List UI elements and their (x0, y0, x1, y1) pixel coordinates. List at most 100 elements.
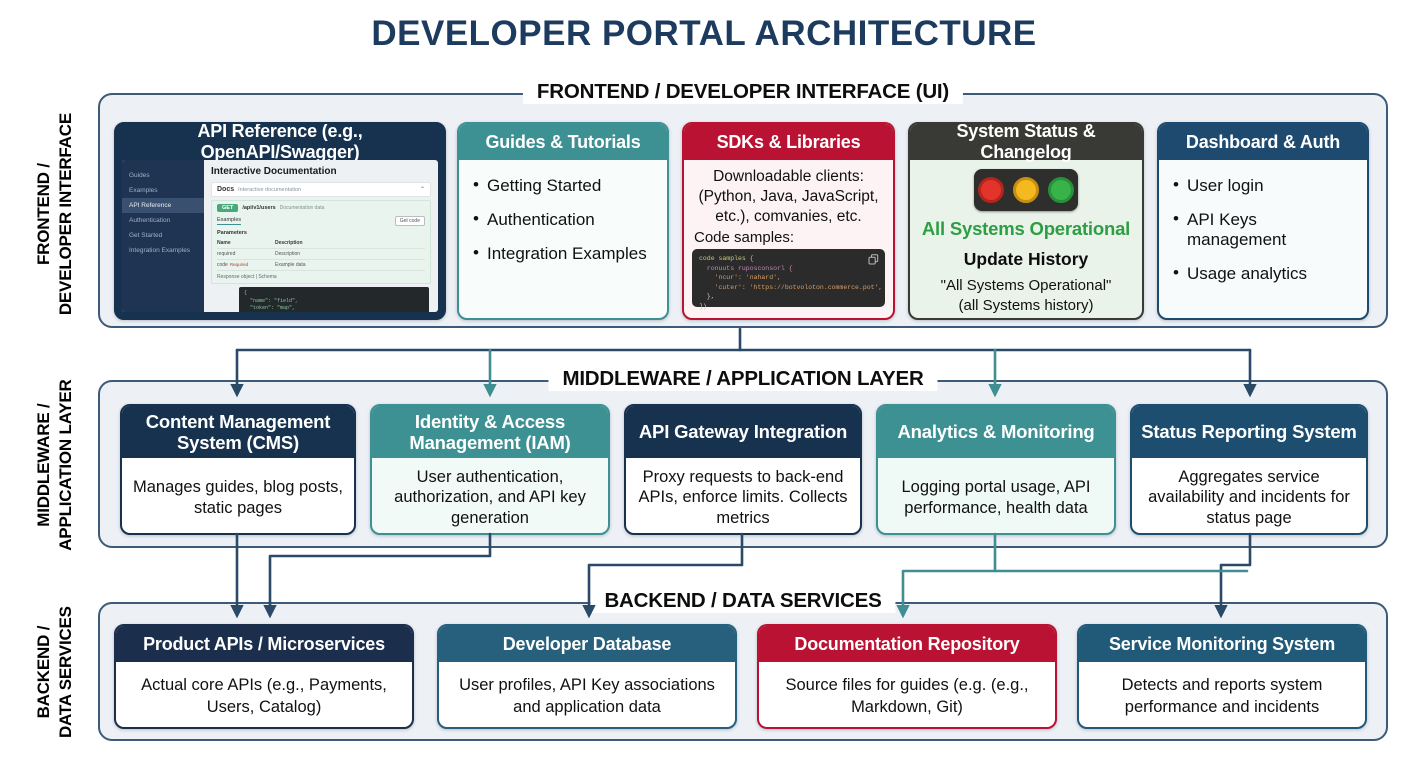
side-label-middleware-line1: MIDDLEWARE / (33, 403, 53, 527)
api-reference-screenshot: Guides Examples API Reference Authentica… (122, 160, 438, 312)
api-doc-main: Interactive Documentation Docs Interacti… (204, 160, 438, 312)
card-documentation-repository: Documentation Repository Source files fo… (757, 624, 1057, 729)
collapse-chevron-icon: ⌃ (419, 187, 425, 193)
analytics-card-title: Analytics & Monitoring (878, 406, 1114, 458)
tab-examples: Examples (217, 217, 242, 225)
list-item: Integration Examples (473, 243, 657, 264)
card-iam: Identity & Access Management (IAM) User … (370, 404, 610, 535)
card-guides-tutorials: Guides & Tutorials Getting Started Authe… (457, 122, 669, 320)
all-systems-operational-text: All Systems Operational (921, 218, 1131, 239)
endpoint-path: /api/v1/users (242, 205, 276, 211)
card-api-gateway: API Gateway Integration Proxy requests t… (624, 404, 862, 535)
card-cms: Content Management System (CMS) Manages … (120, 404, 356, 535)
card-dashboard-auth: Dashboard & Auth User login API Keys man… (1157, 122, 1369, 320)
side-label-middleware-line2: APPLICATION LAYER (56, 379, 75, 551)
side-label-frontend-line1: FRONTEND / (33, 163, 53, 266)
traffic-light-amber (1013, 177, 1039, 203)
documentation-repository-card-title: Documentation Repository (759, 626, 1055, 662)
sidebar-item: Authentication (129, 217, 171, 224)
parameters-table: Name Description required Description co… (217, 238, 425, 271)
required-flag: Required (229, 262, 249, 267)
sdks-card-body: Downloadable clients: (Python, Java, Jav… (684, 160, 893, 313)
list-item: Usage analytics (1173, 263, 1357, 284)
sdks-card-title: SDKs & Libraries (684, 124, 893, 160)
traffic-light-red (978, 177, 1004, 203)
api-doc-row: Docs Interactive documentation ⌃ (211, 182, 431, 197)
column-name: Name (217, 240, 231, 246)
code-line: 'ncur': 'nahard', (699, 274, 781, 282)
status-card-title: System Status & Changelog (910, 124, 1142, 162)
card-sdks-libraries: SDKs & Libraries Downloadable clients: (… (682, 122, 895, 320)
card-developer-database: Developer Database User profiles, API Ke… (437, 624, 737, 729)
code-line: ronuuts ruposconsorl { (699, 264, 793, 272)
sidebar-item: Integration Examples (129, 247, 191, 254)
status-reporting-card-body: Aggregates service availability and inci… (1148, 467, 1350, 527)
api-reference-card-title: API Reference (e.g., OpenAPI/Swagger) (197, 122, 363, 162)
dashboard-card-title: Dashboard & Auth (1159, 124, 1367, 160)
iam-card-title: Identity & Access Management (IAM) (372, 406, 608, 458)
guides-card-title: Guides & Tutorials (459, 124, 667, 160)
status-quote-line1: "All Systems Operational" (940, 277, 1112, 294)
http-method-badge: GET (217, 204, 239, 212)
guides-bullet-list: Getting Started Authentication Integrati… (459, 160, 667, 264)
status-quote-line2: (all Systems history) (958, 297, 1094, 315)
table-header-row: Name Description (217, 238, 425, 249)
service-monitoring-card-body: Detects and reports system performance a… (1121, 676, 1323, 716)
traffic-light-green (1048, 177, 1074, 203)
sidebar-item-active: API Reference (122, 198, 204, 213)
list-item: Authentication (473, 209, 657, 230)
service-monitoring-card-title: Service Monitoring System (1079, 626, 1365, 662)
developer-database-card-title: Developer Database (439, 626, 735, 662)
page-title: DEVELOPER PORTAL ARCHITECTURE (371, 14, 1037, 53)
get-code-button: Get code (394, 216, 425, 226)
side-label-middleware: MIDDLEWARE / APPLICATION LAYER (33, 355, 77, 575)
cms-card-body: Manages guides, blog posts, static pages (132, 477, 344, 517)
api-doc-heading: Interactive Documentation (211, 166, 337, 177)
code-line: "name": "field", (244, 297, 299, 304)
card-system-status-changelog: System Status & Changelog All Systems Op… (908, 122, 1144, 320)
copy-icon (868, 254, 879, 265)
code-line: { (244, 290, 248, 296)
side-label-backend-line1: BACKEND / (33, 625, 53, 719)
list-item: API Keys management (1173, 209, 1357, 250)
api-endpoint-panel: GET /api/v1/users Documentation data Exa… (211, 200, 431, 284)
code-samples-label: Code samples: (694, 229, 795, 247)
card-service-monitoring: Service Monitoring System Detects and re… (1077, 624, 1367, 729)
column-description: Description (275, 240, 303, 246)
param-description: Example data (275, 262, 306, 268)
iam-card-body: User authentication, authorization, and … (394, 467, 586, 527)
card-analytics-monitoring: Analytics & Monitoring Logging portal us… (876, 404, 1116, 535)
card-api-reference: API Reference (e.g., OpenAPI/Swagger) Gu… (114, 122, 446, 320)
api-doc-sidebar: Guides Examples API Reference Authentica… (122, 160, 204, 312)
developer-database-card-body: User profiles, API Key associations and … (459, 676, 715, 716)
frontend-layer-title: FRONTEND / DEVELOPER INTERFACE (UI) (522, 80, 964, 104)
table-row: required Description (217, 249, 425, 260)
sidebar-item: Get Started (129, 232, 163, 239)
param-description: Description (275, 251, 301, 257)
api-gateway-card-body: Proxy requests to back-end APIs, enforce… (638, 467, 848, 527)
endpoint-note: Documentation data (279, 205, 325, 211)
documentation-repository-card-body: Source files for guides (e.g. (e.g., Mar… (785, 676, 1029, 716)
card-status-reporting: Status Reporting System Aggregates servi… (1130, 404, 1368, 535)
status-quote: "All Systems Operational" (all Systems h… (910, 276, 1142, 317)
frontend-layer: FRONTEND / DEVELOPER INTERFACE (UI) API … (98, 80, 1388, 328)
code-line: code samples { (699, 255, 754, 263)
parameters-label: Parameters (217, 230, 247, 236)
code-line: 'cuter': 'https://botvoloton.commerce.po… (699, 283, 883, 291)
backend-layer-title: BACKEND / DATA SERVICES (590, 589, 896, 613)
cms-card-title: Content Management System (CMS) (122, 406, 354, 458)
product-apis-card-title: Product APIs / Microservices (116, 626, 412, 662)
traffic-light (974, 169, 1078, 211)
api-gateway-card-title: API Gateway Integration (626, 406, 860, 458)
sidebar-item: Guides (129, 172, 150, 179)
card-product-apis: Product APIs / Microservices Actual core… (114, 624, 414, 729)
middleware-layer: MIDDLEWARE / APPLICATION LAYER Content M… (98, 367, 1388, 548)
backend-layer: BACKEND / DATA SERVICES Product APIs / M… (98, 589, 1388, 741)
analytics-card-body: Logging portal usage, API performance, h… (901, 477, 1091, 517)
doc-row-name: Docs (217, 186, 235, 193)
side-label-backend-line2: DATA SERVICES (56, 606, 75, 739)
list-item: Getting Started (473, 175, 657, 196)
